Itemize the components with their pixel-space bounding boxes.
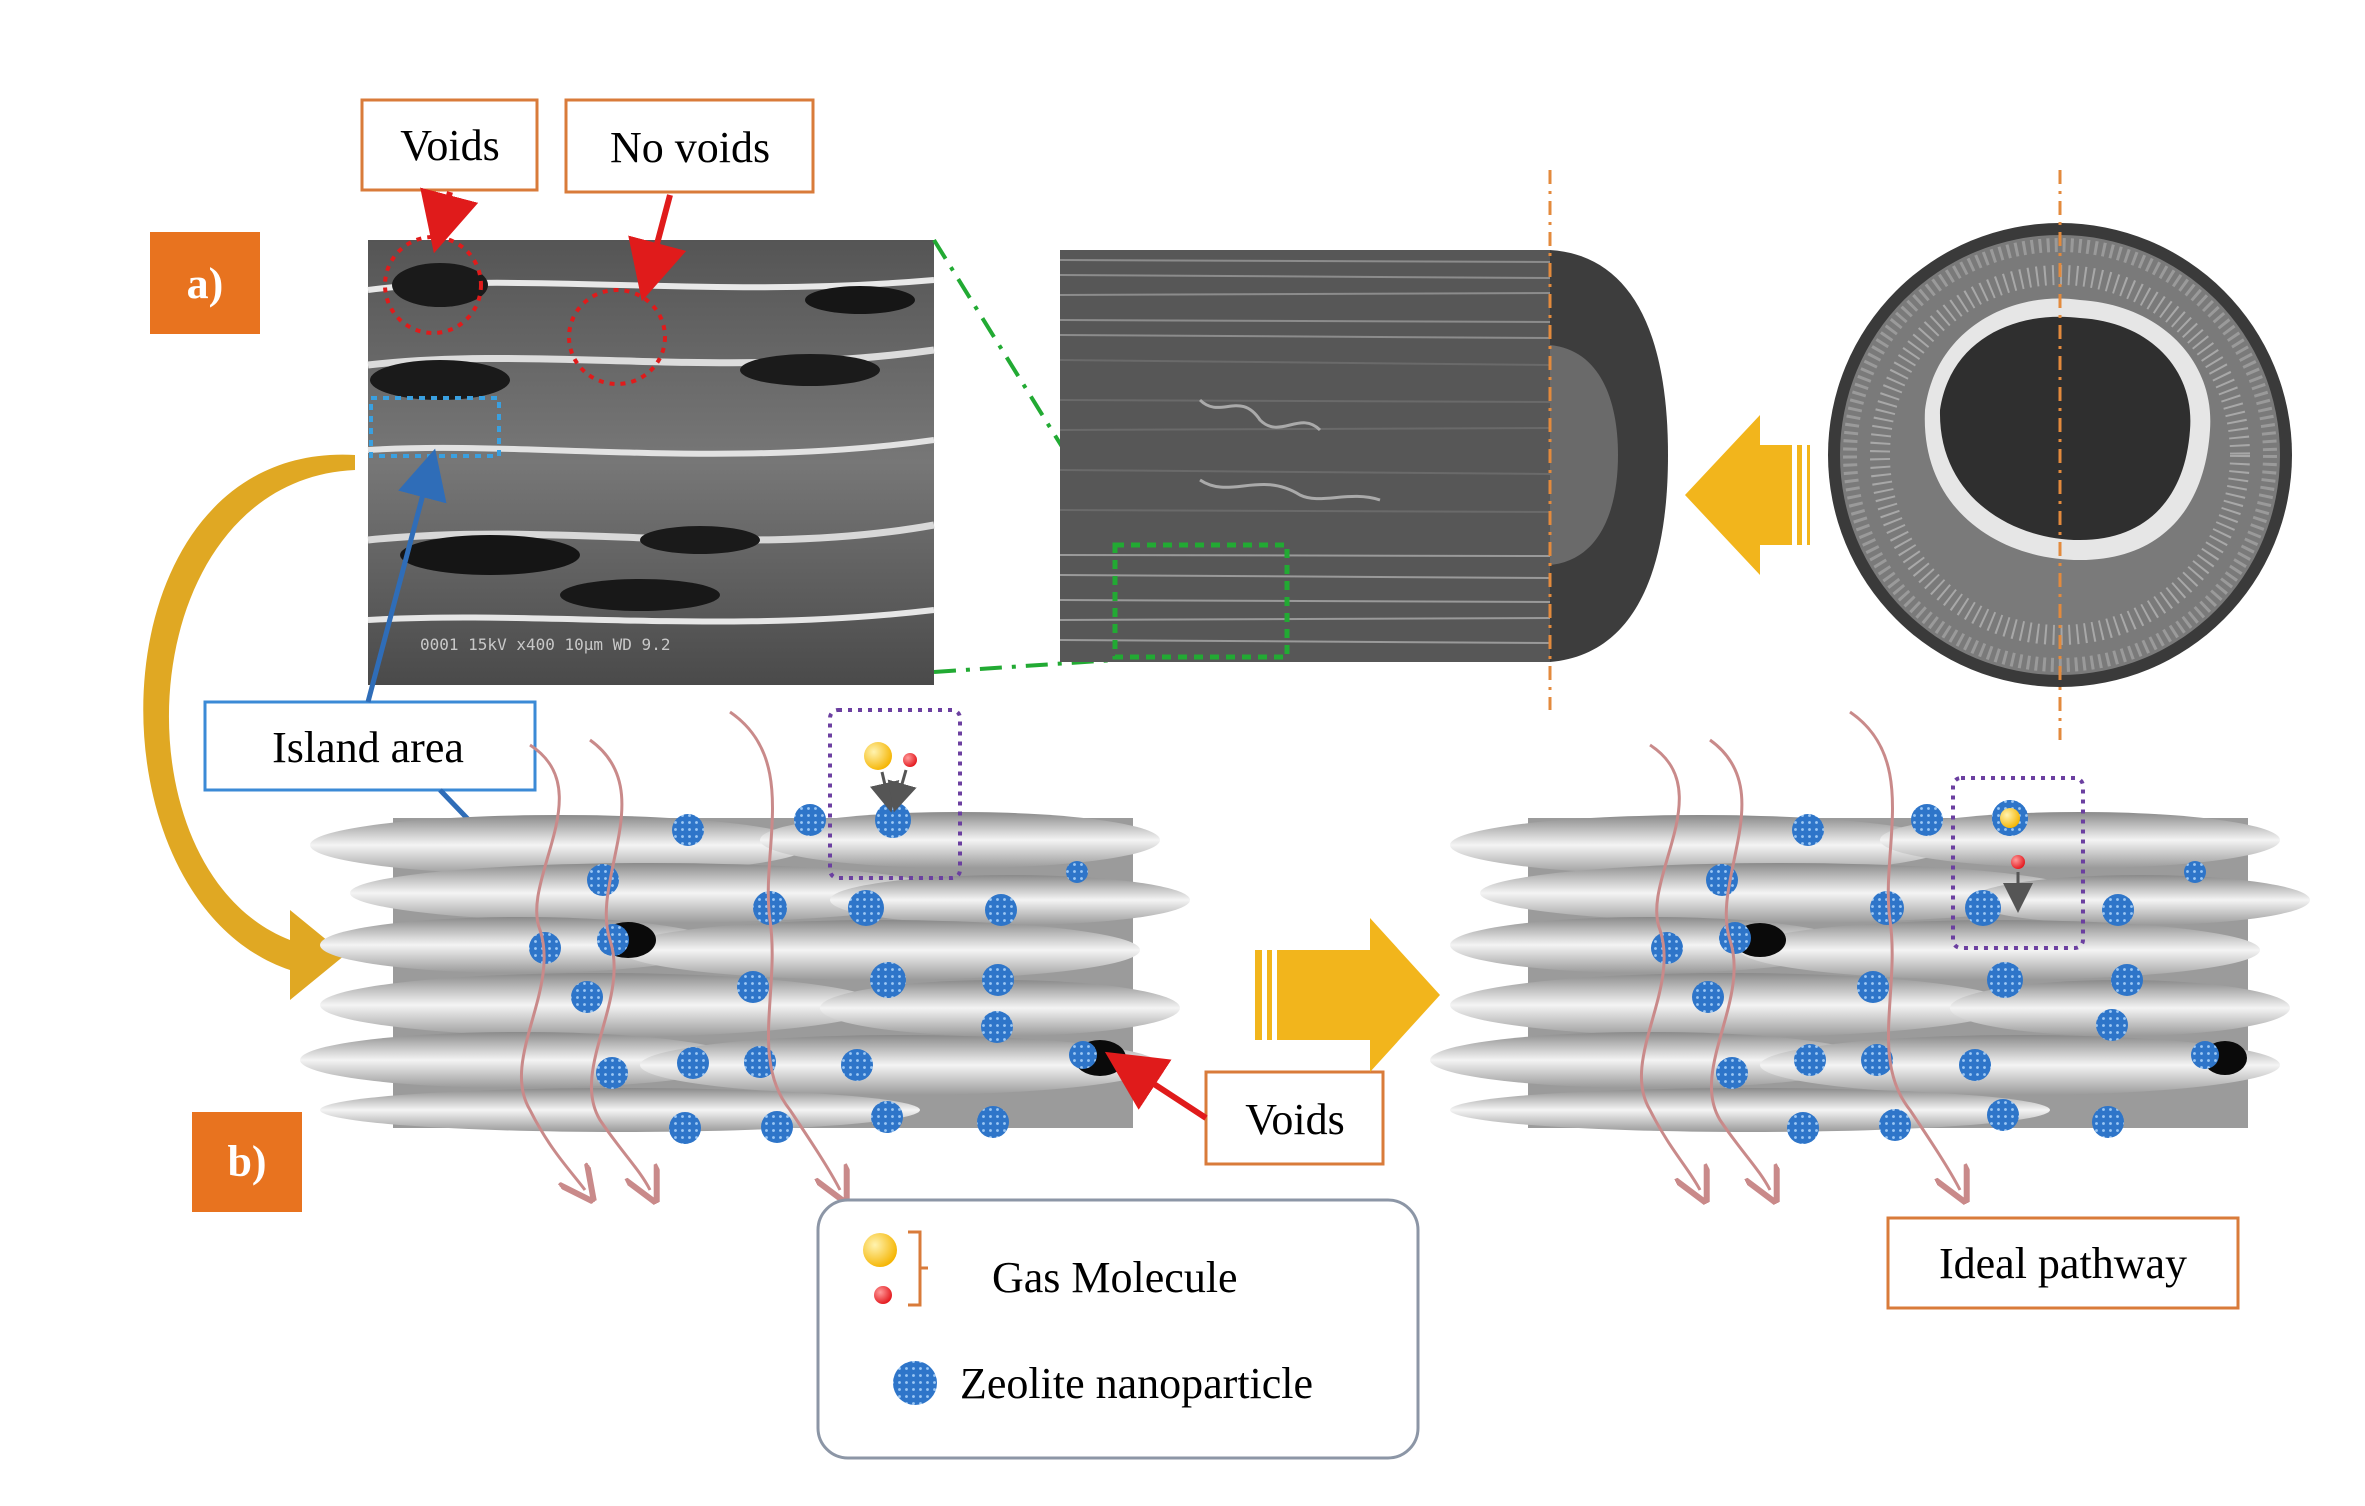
legend-zeolite-label: Zeolite nanoparticle (960, 1359, 1313, 1408)
zeolite-particle (2092, 1106, 2124, 1138)
panel-b-label: b) (227, 1137, 266, 1186)
zeolite-particle (677, 1047, 709, 1079)
sem-image-hollow-fiber (1059, 250, 1668, 662)
zeolite-particle (1987, 1099, 2019, 1131)
zeolite-particle (1066, 861, 1088, 883)
callout-voids-bottom-text: Voids (1245, 1095, 1344, 1144)
zeolite-particle (875, 802, 911, 838)
gas-adsorption-box-right (1951, 776, 2085, 950)
zeolite-particle (1692, 981, 1724, 1013)
zeolite-particle (1870, 891, 1904, 925)
callout-ideal-pathway: Ideal pathway (1886, 1216, 2240, 1310)
callout-no-voids: No voids (564, 98, 815, 302)
legend-gas-large-icon (863, 1233, 897, 1267)
zeolite-particle (2102, 894, 2134, 926)
zeolite-particle (1794, 1044, 1826, 1076)
zeolite-particle (596, 1057, 628, 1089)
legend-gas-label: Gas Molecule (992, 1253, 1238, 1302)
zoom-line-top (932, 238, 1097, 502)
zeolite-particle (982, 964, 1014, 996)
legend-gas-small-icon (874, 1286, 892, 1304)
zeolite-particle (848, 890, 884, 926)
callout-voids-bottom: Voids (1104, 1051, 1385, 1166)
panel-a-badge: a) (150, 232, 260, 334)
zeolites-right (1651, 800, 2219, 1144)
zeolite-particle (794, 804, 826, 836)
callout-no-voids-text: No voids (610, 123, 770, 172)
zeolite-particle (1911, 804, 1943, 836)
callout-voids-top-text: Voids (400, 121, 499, 170)
zeolite-particle (1787, 1112, 1819, 1144)
zeolite-particle (2111, 964, 2143, 996)
zeolite-particle (672, 814, 704, 846)
callout-ideal-pathway-text: Ideal pathway (1939, 1239, 2187, 1288)
zeolite-particle (1651, 932, 1683, 964)
arrow-right-gold (1255, 918, 1440, 1072)
zeolite-particle (2096, 1009, 2128, 1041)
zeolite-particle (1987, 962, 2023, 998)
zeolite-particle (669, 1112, 701, 1144)
gas-pathways-right (1639, 710, 1960, 1190)
callout-voids-top: Voids (360, 98, 539, 254)
zoom-box (1112, 542, 1290, 660)
zeolite-particle (571, 981, 603, 1013)
zeolite-particle (870, 962, 906, 998)
zeolite-particle (1716, 1057, 1748, 1089)
gas-molecule-large (2000, 808, 2020, 828)
zeolite-particle (1861, 1044, 1893, 1076)
zeolite-particle (1069, 1041, 1097, 1069)
callout-island-area: Island area (203, 448, 574, 930)
zeolite-particle (1879, 1109, 1911, 1141)
zeolite-particle (1959, 1049, 1991, 1081)
sem-scalebar-text: 0001 15kV x400 10µm WD 9.2 (420, 635, 670, 654)
zeolite-particle (587, 864, 619, 896)
schematic-with-voids (300, 812, 1190, 1132)
zeolite-particle (871, 1101, 903, 1133)
gas-molecule-small (903, 753, 917, 767)
panel-a-label: a) (187, 259, 224, 308)
zeolite-particle (841, 1049, 873, 1081)
arrow-left-gold (1685, 415, 1810, 575)
sem-image-fibers: 0001 15kV x400 10µm WD 9.2 (367, 235, 935, 685)
legend-bracket (908, 1230, 928, 1307)
zeolite-particle (981, 1011, 1013, 1043)
zeolite-particle (1792, 814, 1824, 846)
legend: Gas Molecule Zeolite nanoparticle (816, 1198, 1420, 1460)
gas-adsorption-box-left (828, 708, 962, 880)
zeolite-particle (761, 1111, 793, 1143)
zeolite-particle (977, 1106, 1009, 1138)
no-voids-circle (567, 288, 667, 386)
legend-zeolite-icon (893, 1361, 937, 1405)
zeolite-particle (1965, 890, 2001, 926)
panel-b-badge: b) (192, 1112, 302, 1212)
curved-arrow-a-to-b (143, 454, 355, 1000)
gas-molecule-large (864, 742, 892, 770)
island-area-box (369, 396, 501, 458)
zeolite-particle (597, 924, 629, 956)
zeolite-particle (737, 971, 769, 1003)
zeolite-particle (1719, 922, 1751, 954)
zeolite-particle (1857, 971, 1889, 1003)
callout-island-area-text: Island area (272, 723, 464, 772)
gas-molecule-small (2011, 855, 2025, 869)
zeolite-particle (985, 894, 1017, 926)
zeolite-particle (2184, 861, 2206, 883)
voids-circle (383, 235, 483, 335)
gas-pathways-left (519, 710, 840, 1190)
zeolite-particle (2191, 1041, 2219, 1069)
